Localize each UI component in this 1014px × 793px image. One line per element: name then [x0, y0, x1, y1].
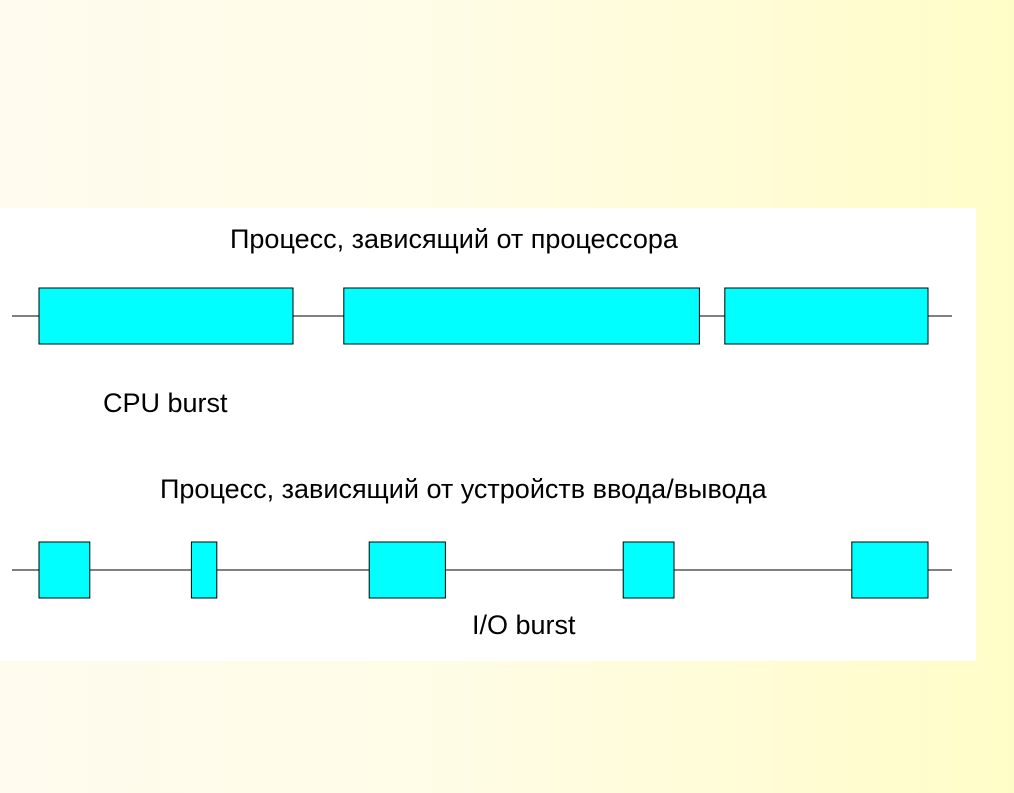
diagram-panel: Процесс, зависящий от процессора CPU bur… [0, 208, 976, 661]
cpu-burst-1 [38, 287, 294, 345]
io-bursts-group [38, 541, 929, 599]
io-burst-3 [368, 541, 446, 599]
timelines [12, 287, 952, 599]
cpu-burst-3 [724, 287, 929, 345]
cpu-bursts-group [38, 287, 929, 345]
cpu-burst-2 [343, 287, 700, 345]
cpu-burst-label: CPU burst [103, 388, 228, 418]
io-burst-5 [851, 541, 929, 599]
cpu-process-title: Процесс, зависящий от процессора [230, 224, 678, 254]
io-burst-2 [190, 541, 218, 599]
io-burst-4 [622, 541, 675, 599]
io-burst-1 [38, 541, 91, 599]
io-process-title: Процесс, зависящий от устройств ввода/вы… [160, 474, 767, 504]
io-burst-label: I/O burst [472, 610, 576, 640]
